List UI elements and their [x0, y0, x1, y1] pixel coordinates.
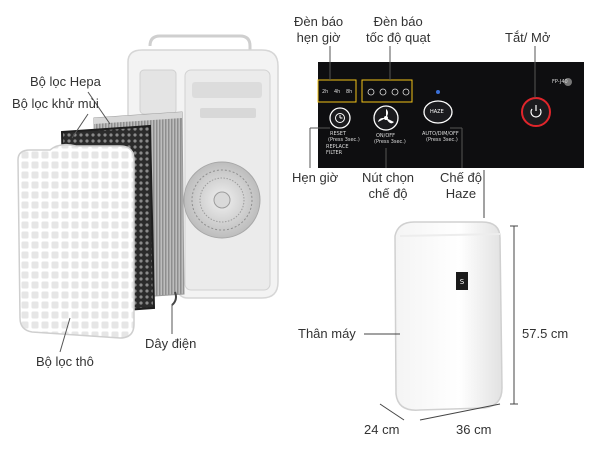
- model-name: FP-J40: [552, 79, 568, 85]
- replace-filter-2: FILTER: [326, 150, 343, 156]
- auto-dim-off-label: AUTO/DIM/OFF: [422, 131, 459, 137]
- label-timer-indicator-line2: hẹn giờ: [296, 30, 341, 45]
- reset-hint: (Press 3sec.): [328, 137, 360, 143]
- onoff-hint: (Press 3sec.): [374, 139, 406, 145]
- label-haze-mode-line2: Haze: [445, 186, 477, 201]
- haze-button-label: HAZE: [430, 109, 444, 115]
- label-fan-speed-indicator: Đèn báo tốc độ quạt: [366, 14, 430, 46]
- label-fan-speed-button-line2: chế độ: [368, 186, 408, 201]
- label-deodorizing-filter: Bộ lọc khử mùi: [12, 96, 99, 111]
- control-panel: [317, 62, 584, 168]
- label-fan-speed-indicator-line2: tốc độ quạt: [366, 30, 431, 45]
- label-power-cord: Dây điện: [145, 336, 197, 351]
- label-width: 36 cm: [456, 422, 492, 437]
- label-body: Thân máy: [298, 326, 356, 341]
- leader-lines-left: [59, 91, 173, 353]
- onoff-label: ON/OFF: [376, 133, 396, 139]
- power-cord: [171, 291, 177, 306]
- leader-lines-panel: [309, 46, 536, 168]
- label-depth: 24 cm: [364, 422, 400, 437]
- replace-filter-1: REPLACE: [326, 144, 349, 150]
- purifier-body: S: [394, 221, 503, 411]
- label-hepa-filter: Bộ lọc Hepa: [30, 74, 101, 89]
- timer-option-8h: 8h: [346, 89, 353, 95]
- auto-hint: (Press 3sec.): [426, 137, 458, 143]
- label-haze-mode: Chế độ Haze: [440, 170, 482, 202]
- label-fan-speed-indicator-line1: Đèn báo: [373, 14, 423, 29]
- label-fan-speed-button: Nút chọn chế độ: [362, 170, 414, 202]
- timer-option-2h: 2h: [322, 89, 329, 95]
- timer-option-4h: 4h: [334, 89, 341, 95]
- label-haze-mode-line1: Chế độ: [440, 170, 482, 185]
- label-height: 57.5 cm: [522, 326, 569, 341]
- label-pre-filter: Bộ lọc thô: [36, 354, 94, 369]
- label-timer-indicator: Đèn báo hẹn giờ: [294, 14, 343, 46]
- svg-text:S: S: [460, 278, 465, 286]
- label-power: Tắt/ Mở: [505, 30, 551, 45]
- label-fan-speed-button-line1: Nút chọn: [362, 170, 415, 185]
- fan: [183, 161, 261, 239]
- label-timer: Hẹn giờ: [292, 170, 339, 185]
- reset-label: RESET: [330, 131, 347, 137]
- pre-filter-panel: [17, 143, 135, 339]
- dimension-lines: [364, 170, 518, 421]
- label-timer-indicator-line1: Đèn báo: [294, 14, 344, 29]
